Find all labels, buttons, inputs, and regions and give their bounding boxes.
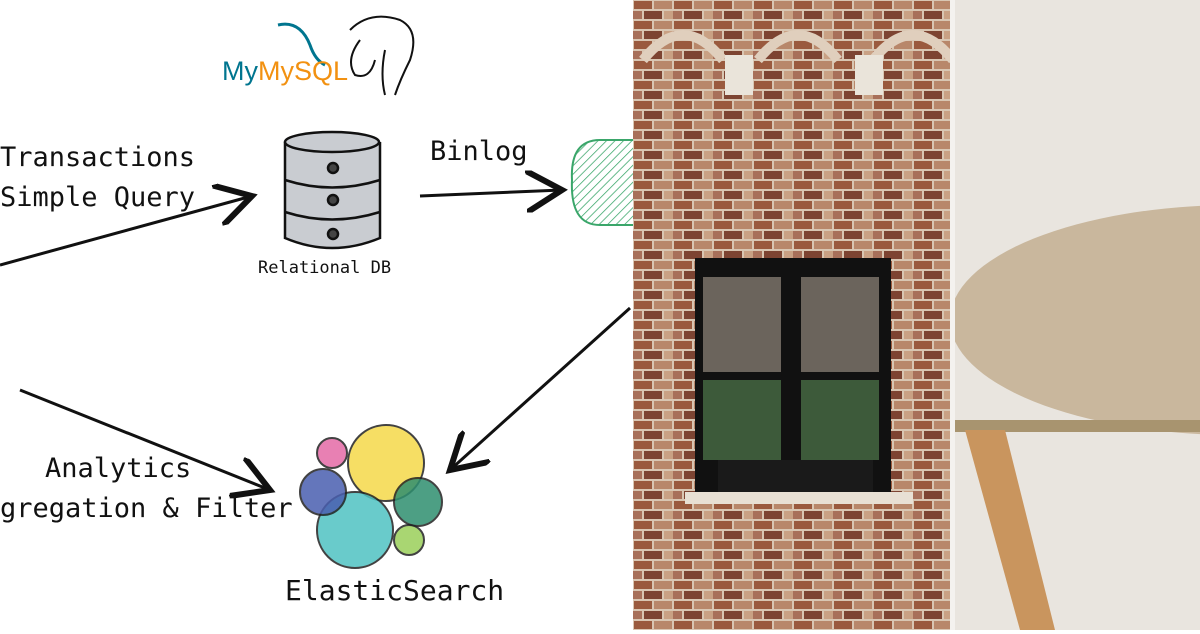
message-queue-shape xyxy=(570,139,633,226)
label-transactions: Transactions xyxy=(0,142,196,173)
label-aggregation-filter: gregation & Filter xyxy=(0,493,293,524)
database-cylinder-icon xyxy=(283,130,382,250)
round-wooden-table-photo xyxy=(950,0,1200,630)
table-image xyxy=(950,205,1200,630)
postgresql-elephant-icon xyxy=(349,15,415,96)
label-binlog: Binlog xyxy=(430,136,528,167)
divider xyxy=(950,0,955,630)
label-simple-query: Simple Query xyxy=(0,182,196,213)
architecture-diagram: MyMySQL Transactions Simple Query Relati… xyxy=(0,15,633,607)
elasticsearch-logo-icon xyxy=(299,424,443,569)
planter-box xyxy=(718,460,873,492)
arrow-analytics xyxy=(19,388,270,490)
brick-wall-window-photo xyxy=(633,0,957,630)
brick-wall-image xyxy=(633,0,957,630)
mysql-logo: MyMySQL xyxy=(222,56,349,86)
mysql-dolphin-icon xyxy=(277,22,326,67)
arrow-transactions xyxy=(0,196,252,267)
arrow-binlog xyxy=(419,190,562,196)
label-analytics: Analytics xyxy=(45,453,192,484)
arrow-to-elastic xyxy=(450,306,632,470)
mysql-logo-text: MySQL xyxy=(258,56,349,86)
diagram-canvas xyxy=(0,15,633,569)
label-relational-db: Relational DB xyxy=(258,258,392,278)
label-elasticsearch: ElasticSearch xyxy=(285,574,505,607)
